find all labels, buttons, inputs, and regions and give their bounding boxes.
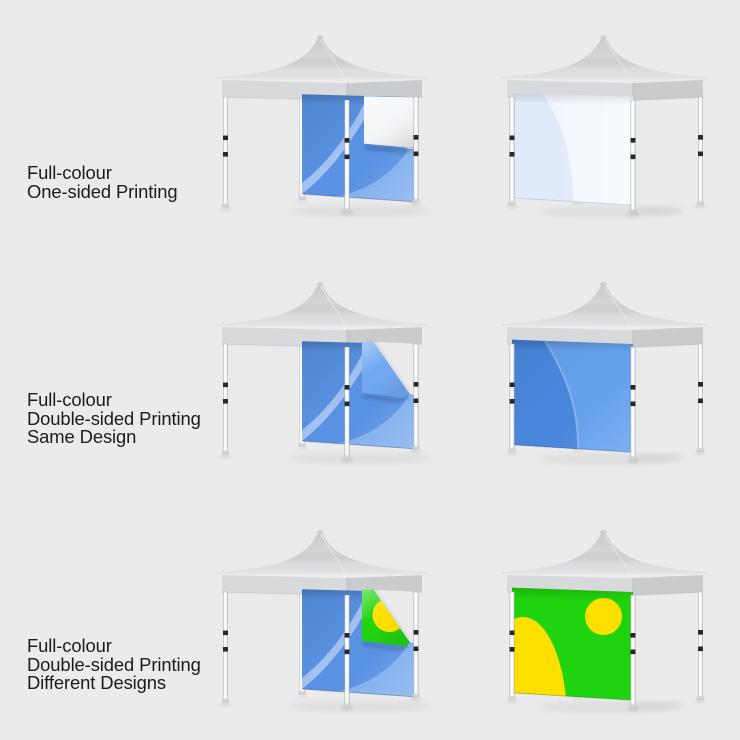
option-label-line: Full-colour (27, 162, 112, 183)
tent-back-one-sided (460, 25, 715, 255)
option-label-double-same: Full-colour Double-sided Printing Same D… (27, 389, 257, 448)
tent-back-double-same (460, 272, 715, 502)
option-label-line: One-sided Printing (27, 180, 178, 202)
tent-back-double-different (460, 520, 715, 740)
option-label-line: Full-colour (27, 389, 112, 410)
option-label-double-different: Full-colour Double-sided Printing Differ… (27, 635, 257, 694)
option-label-line: Double-sided Printing (27, 653, 201, 675)
tent-front-one-sided (200, 25, 455, 255)
option-label-line: Same Design (27, 426, 137, 448)
tent-front-double-different (200, 520, 455, 740)
option-label-line: Different Designs (27, 672, 167, 694)
option-label-line: Double-sided Printing (27, 407, 201, 429)
option-label-line: Full-colour (27, 635, 112, 656)
option-label-one-sided: Full-colour One-sided Printing (27, 162, 257, 202)
tent-front-double-same (200, 272, 455, 502)
